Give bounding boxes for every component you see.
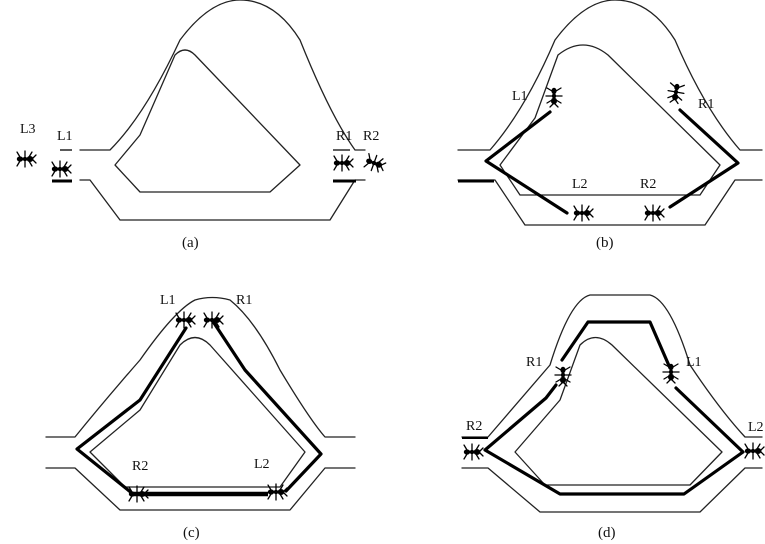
trail-left bbox=[484, 110, 569, 215]
ant-label: R2 bbox=[640, 177, 656, 192]
ant-label: R1 bbox=[236, 293, 252, 308]
panel-d: R1 L1 R2 L2 (d) bbox=[461, 294, 765, 541]
ant-icon bbox=[175, 311, 196, 329]
ant-label: R1 bbox=[526, 355, 542, 370]
ant-label: R2 bbox=[132, 459, 148, 474]
ant-label: R2 bbox=[466, 419, 482, 434]
ant-label: L2 bbox=[572, 177, 588, 192]
ant-icon bbox=[203, 311, 224, 329]
ant-icon bbox=[545, 87, 563, 108]
panel-a: L3 L1 R1 R2 (a) bbox=[16, 0, 388, 251]
panel-caption: (b) bbox=[596, 235, 614, 251]
ant-icon bbox=[573, 204, 594, 222]
ant-label: R2 bbox=[363, 129, 379, 144]
bridge-outline bbox=[79, 0, 366, 221]
ant-label: L1 bbox=[512, 89, 528, 104]
ant-icon bbox=[16, 150, 37, 168]
ant-icon bbox=[744, 442, 765, 460]
trail-left bbox=[75, 326, 188, 496]
ant-label: R1 bbox=[698, 97, 714, 112]
trail-right bbox=[210, 318, 323, 493]
ant-icon bbox=[665, 81, 686, 105]
panel-caption: (c) bbox=[183, 525, 200, 541]
ant-label: L2 bbox=[748, 420, 764, 435]
ant-label: L2 bbox=[254, 457, 270, 472]
ant-label: R1 bbox=[336, 129, 352, 144]
ant-icon bbox=[333, 154, 354, 172]
ant-label: L1 bbox=[160, 293, 176, 308]
panel-c: L1 R1 R2 L2 (c) bbox=[45, 293, 356, 541]
trail-top bbox=[560, 320, 672, 370]
bridge-outline bbox=[45, 296, 356, 511]
trail-right bbox=[668, 108, 740, 209]
ant-icon bbox=[128, 485, 149, 503]
ant-icon bbox=[362, 152, 388, 175]
ant-label: L1 bbox=[686, 355, 702, 370]
ant-label: L1 bbox=[57, 129, 73, 144]
trail-loop bbox=[483, 383, 745, 496]
panel-b: L1 R1 L2 R2 (b) bbox=[457, 0, 763, 251]
ant-icon bbox=[644, 204, 665, 222]
ant-icon bbox=[662, 363, 680, 384]
bridge-outline bbox=[457, 0, 763, 226]
ant-icon bbox=[51, 160, 72, 178]
panel-caption: (d) bbox=[598, 525, 616, 541]
panel-caption: (a) bbox=[182, 235, 199, 251]
ant-icon bbox=[463, 443, 484, 461]
bridge-outline bbox=[461, 294, 763, 513]
ant-label: L3 bbox=[20, 122, 36, 137]
